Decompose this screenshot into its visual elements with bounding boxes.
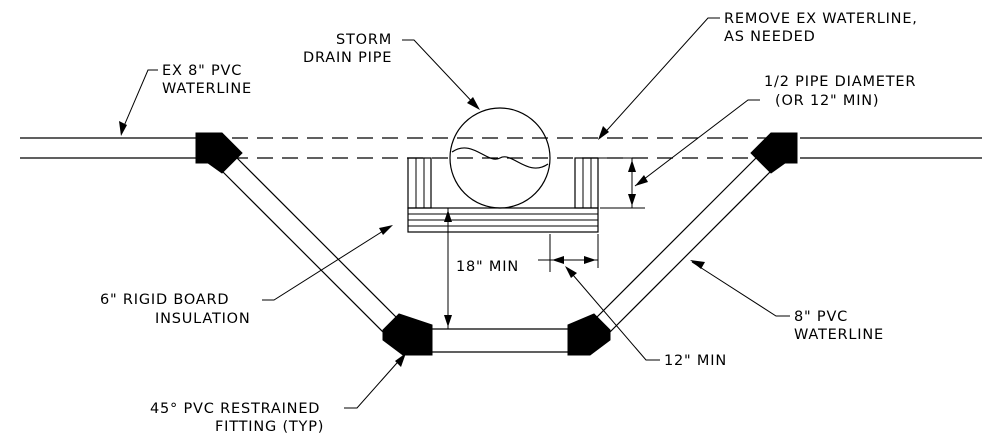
label-pvc-waterline-2: WATERLINE bbox=[794, 327, 884, 343]
label-insulation-1: 6" RIGID BOARD bbox=[100, 292, 229, 308]
fitting-bottom-left bbox=[382, 313, 433, 356]
label-fitting-2: FITTING (TYP) bbox=[215, 419, 324, 435]
leader-fitting bbox=[344, 353, 406, 409]
label-ex-waterline-2: WATERLINE bbox=[162, 81, 252, 97]
removed-waterline-dashed bbox=[232, 137, 772, 159]
fitting-top-right bbox=[750, 132, 798, 174]
label-fitting-1: 45° PVC RESTRAINED bbox=[150, 401, 320, 417]
existing-waterline-left bbox=[20, 137, 200, 159]
half-diameter-dimension bbox=[598, 157, 645, 209]
eighteen-inch-dimension bbox=[444, 208, 452, 329]
fitting-bottom-right bbox=[567, 313, 611, 356]
label-pvc-waterline-1: 8" PVC bbox=[794, 309, 848, 325]
leader-half-diameter bbox=[634, 99, 760, 187]
leader-pvc-waterline bbox=[690, 260, 790, 317]
twelve-inch-dimension bbox=[538, 234, 599, 272]
label-ex-waterline-1: EX 8" PVC bbox=[162, 63, 242, 79]
label-18-min: 18" MIN bbox=[456, 259, 519, 275]
rigid-board-insulation bbox=[407, 157, 599, 233]
label-half-pipe-2: (OR 12" MIN) bbox=[775, 93, 879, 109]
existing-waterline-right bbox=[800, 137, 982, 159]
label-insulation-2: INSULATION bbox=[155, 311, 251, 327]
label-remove-waterline-2: AS NEEDED bbox=[724, 29, 816, 45]
label-12-min: 12" MIN bbox=[664, 353, 727, 369]
leader-storm-drain bbox=[402, 39, 480, 110]
leader-remove-waterline bbox=[598, 17, 720, 140]
label-storm-drain-1: STORM bbox=[336, 32, 392, 48]
bottom-pipe bbox=[432, 328, 568, 353]
fitting-top-left bbox=[195, 132, 243, 174]
leader-insulation bbox=[262, 225, 393, 301]
leader-twelve-inch bbox=[565, 266, 660, 361]
label-half-pipe-1: 1/2 PIPE DIAMETER bbox=[764, 74, 916, 90]
label-remove-waterline-1: REMOVE EX WATERLINE, bbox=[724, 11, 918, 27]
right-diagonal-pipe bbox=[594, 152, 776, 334]
label-storm-drain-2: DRAIN PIPE bbox=[303, 50, 392, 66]
left-diagonal-pipe bbox=[217, 152, 399, 334]
leader-ex-waterline bbox=[119, 69, 158, 136]
